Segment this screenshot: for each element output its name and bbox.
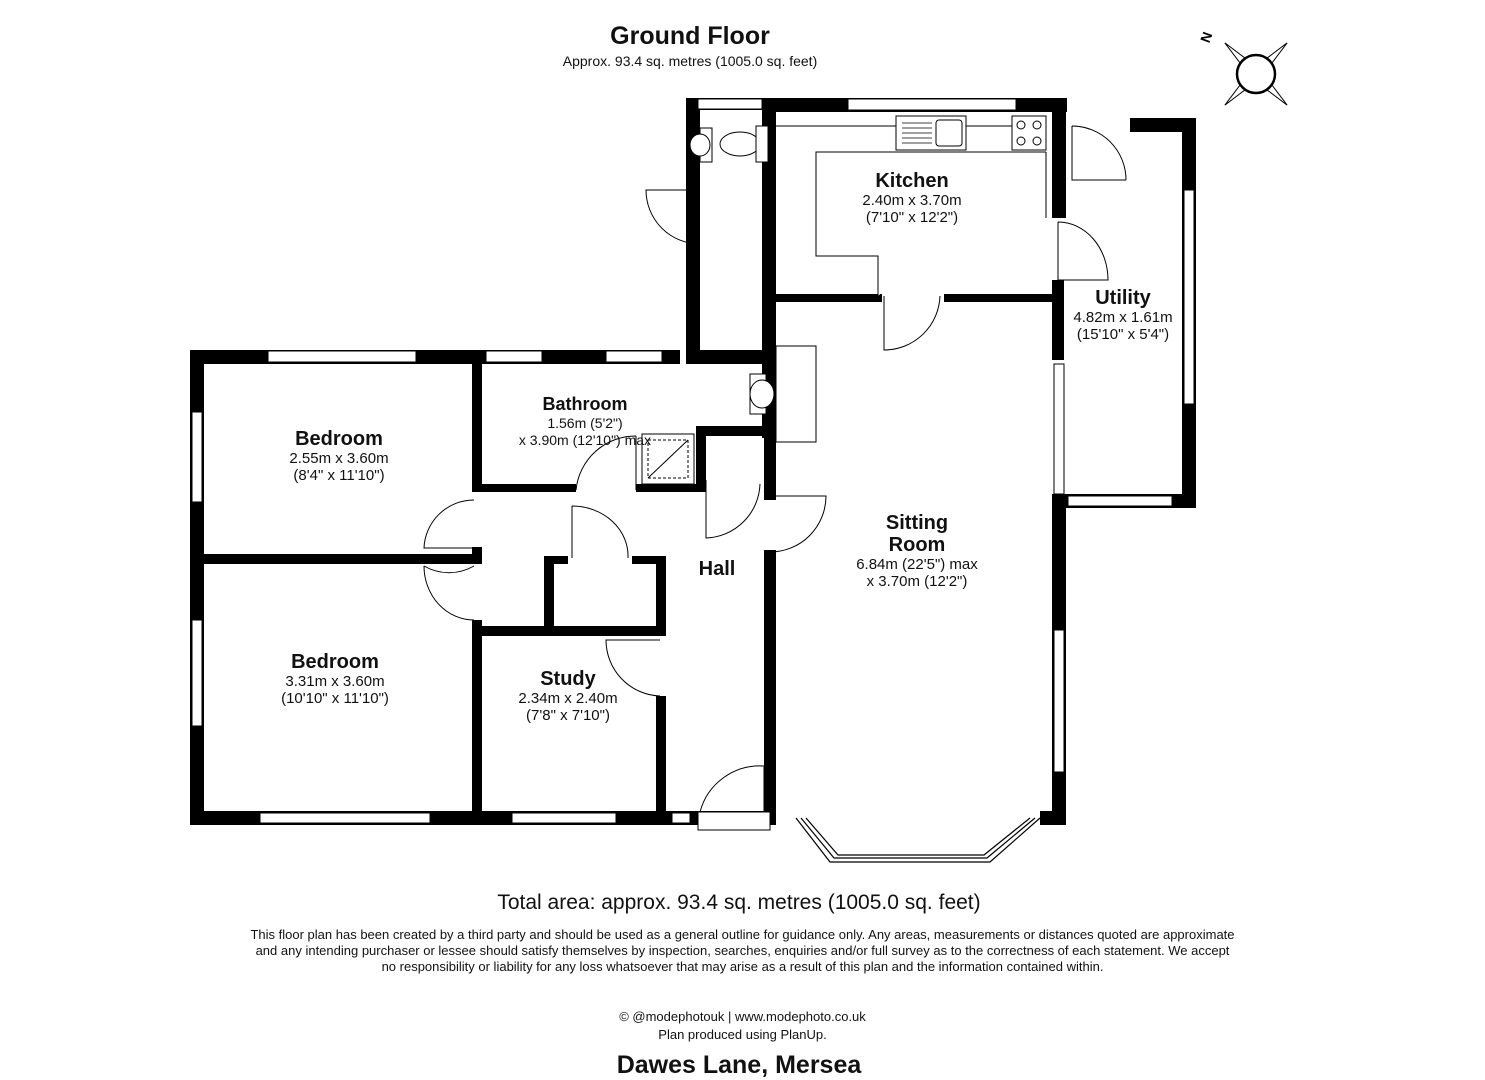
- plan-subtitle: Approx. 93.4 sq. metres (1005.0 sq. feet…: [562, 53, 818, 69]
- room-label-sitting-room: Sitting Room 6.84m (22'5") max x 3.70m (…: [822, 512, 1012, 590]
- room-name: Bedroom: [291, 651, 379, 673]
- room-name-line-2: Room: [888, 534, 946, 556]
- plan-title: Ground Floor: [610, 22, 770, 50]
- room-dimensions-imperial: (8'4" x 11'10"): [293, 467, 385, 484]
- doors: [423, 125, 1127, 831]
- room-dimensions-metric: 2.40m x 3.70m: [862, 192, 962, 209]
- room-label-utility: Utility 4.82m x 1.61m (15'10" x 5'4"): [1052, 287, 1194, 343]
- compass-icon: N: [1197, 30, 1288, 106]
- room-dimensions-imperial: (15'10" x 5'4"): [1076, 326, 1170, 343]
- room-label-hall: Hall: [680, 558, 754, 580]
- room-label-kitchen: Kitchen 2.40m x 3.70m (7'10" x 12'2"): [832, 170, 992, 226]
- photographer-credit: © @modephotouk | www.modephoto.co.uk: [619, 1009, 866, 1024]
- fixtures: [641, 115, 1047, 485]
- room-label-study: Study 2.34m x 2.40m (7'8" x 7'10"): [486, 668, 650, 724]
- room-label-bedroom-2: Bedroom 3.31m x 3.60m (10'10" x 11'10"): [240, 651, 430, 707]
- bay-window: [795, 817, 1041, 863]
- room-name: Kitchen: [875, 170, 949, 192]
- room-name-line-1: Sitting: [885, 512, 949, 534]
- room-dimensions-imperial: x 3.90m (12'10") max: [518, 432, 652, 448]
- room-dimensions-metric: 2.34m x 2.40m: [518, 690, 618, 707]
- disclaimer-text: This floor plan has been created by a th…: [250, 927, 1235, 974]
- room-dimensions-metric: 6.84m (22'5") max: [856, 556, 978, 573]
- room-dimensions-imperial: (10'10" x 11'10"): [281, 690, 389, 707]
- room-dimensions-imperial: (7'10" x 12'2"): [865, 209, 959, 226]
- room-name: Utility: [1095, 287, 1151, 309]
- windows: [191, 98, 1195, 824]
- software-credit: Plan produced using PlanUp.: [658, 1027, 827, 1042]
- room-dimensions-metric: 4.82m x 1.61m: [1073, 309, 1173, 326]
- room-dimensions-imperial: x 3.70m (12'2"): [866, 573, 968, 590]
- room-dimensions-imperial: (7'8" x 7'10"): [526, 707, 610, 724]
- room-name: Hall: [698, 558, 736, 580]
- room-label-bedroom-1: Bedroom 2.55m x 3.60m (8'4" x 11'10"): [244, 428, 434, 484]
- room-name: Study: [540, 668, 596, 690]
- room-dimensions-metric: 3.31m x 3.60m: [285, 673, 385, 690]
- room-dimensions-metric: 2.55m x 3.60m: [289, 450, 389, 467]
- room-name: Bedroom: [295, 428, 383, 450]
- room-name: Bathroom: [542, 394, 628, 414]
- room-label-bathroom: Bathroom 1.56m (5'2") x 3.90m (12'10") m…: [490, 393, 680, 449]
- property-address: Dawes Lane, Mersea: [616, 1051, 862, 1079]
- room-dimensions-metric: 1.56m (5'2"): [547, 415, 623, 431]
- total-area: Total area: approx. 93.4 sq. metres (100…: [497, 891, 981, 914]
